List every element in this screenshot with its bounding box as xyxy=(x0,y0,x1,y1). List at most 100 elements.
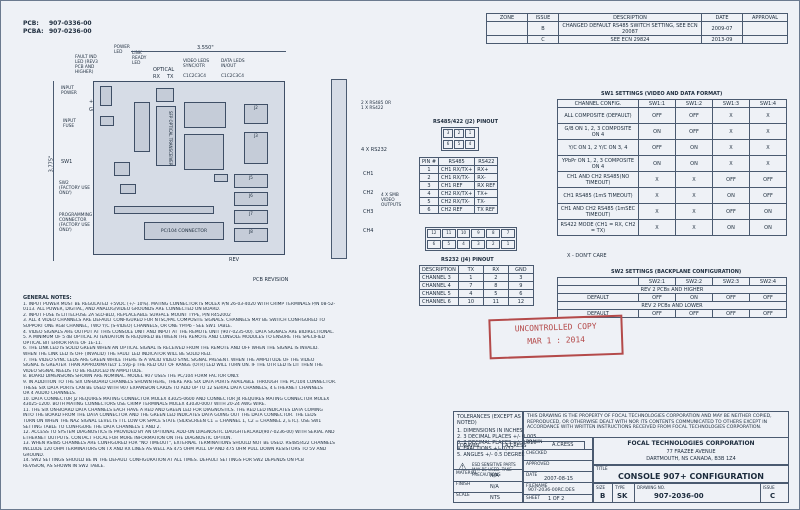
cell: ON xyxy=(638,123,676,140)
note-line: 6. THE LINK LED IS SOLID GREEN WHEN AN O… xyxy=(23,346,319,352)
finish-value: N/A xyxy=(490,484,499,490)
pcb-board: SFP OPTICAL TRANSCEIVER J2 J3 J5 J6 J7 J… xyxy=(93,81,285,255)
divider xyxy=(634,484,635,502)
rev-row-date: 2009-07 xyxy=(701,21,743,36)
divider xyxy=(524,471,592,472)
note-line: 11. THE SIX ON-BOARD DATA CHANNELS EACH … xyxy=(23,407,323,413)
company-address-1: 77 FRAZEE AVENUE xyxy=(666,449,716,455)
cell: DEFAULT xyxy=(557,293,639,302)
j3-connector: J3 xyxy=(244,132,268,164)
cell: CHANNEL 4 xyxy=(419,281,459,290)
pc104-header xyxy=(114,206,214,214)
j6-connector: J6 xyxy=(234,192,268,206)
stamp-date: MAR 1 : 2014 xyxy=(527,334,586,347)
sw2-header: SW2:4 xyxy=(749,277,787,286)
sw2-header: SW2:3 xyxy=(712,277,750,286)
note-line: GROUND. xyxy=(23,452,45,458)
notes-title: GENERAL NOTES: xyxy=(23,295,72,301)
cell: ON xyxy=(675,155,713,172)
note-line: 2. INPUT FUSE IS LITTELFUSE 2A SLO-BLO, … xyxy=(23,312,231,318)
divider xyxy=(454,481,522,482)
cell: OFF xyxy=(638,107,676,124)
pin: 1 xyxy=(501,240,515,249)
j7-connector: J7 xyxy=(234,210,268,224)
j8-connector: J8 xyxy=(234,228,268,242)
prog-header xyxy=(214,174,228,182)
divider xyxy=(524,494,592,495)
cell: ON xyxy=(749,203,787,220)
material-block: MATERIAL N/A FINISH N/A SCALE NTS xyxy=(453,469,523,503)
sw1-header: SW1:2 xyxy=(675,99,713,108)
material-label: MATERIAL xyxy=(456,471,478,476)
pcba-label: PCBA: xyxy=(23,28,44,35)
power-led-callout: POWER LED xyxy=(114,45,130,55)
drawing-number: 907-2036-00 xyxy=(654,492,704,500)
drawing-no-label: DRAWING NO. xyxy=(637,485,665,490)
cell: X xyxy=(712,139,750,156)
cell: CH2 RX/TX+ xyxy=(438,189,476,198)
note-line: 13. WHEN RS485 CHANNELS ARE CONFIGURED F… xyxy=(23,441,335,447)
cell: 5 xyxy=(418,197,440,206)
width-dimension-line xyxy=(131,51,286,52)
width-dimension: 3.550" xyxy=(197,45,214,51)
drawn-label: DRAWN xyxy=(526,440,543,445)
date-label: DATE xyxy=(526,473,538,478)
rs232-connector-callout: 4 X RS232 xyxy=(361,147,387,153)
note-line: SETTING TABLE TO CONFIGURE THE DATA CHAN… xyxy=(23,424,161,430)
rev-header-approval: APPROVAL xyxy=(742,13,788,22)
issue-value: C xyxy=(770,492,776,500)
pin: 4 xyxy=(456,240,471,249)
sw1-callout: SW1 xyxy=(61,159,73,165)
cell: 11 xyxy=(482,297,509,306)
cell: OFF xyxy=(675,123,713,140)
cell: 2 xyxy=(418,173,440,182)
j4-top-pins: 12 11 10 9 8 7 xyxy=(426,228,516,239)
divider xyxy=(524,449,592,450)
cell: X xyxy=(675,187,713,204)
rx-label: RX xyxy=(153,74,160,80)
sfp-label: SFP OPTICAL TRANSCEIVER xyxy=(168,111,173,166)
ic-block-1 xyxy=(134,102,150,152)
rs485-header: RS485 xyxy=(438,157,476,166)
cell: X xyxy=(638,203,676,220)
date-value: 2007-08-15 xyxy=(544,476,574,482)
divider xyxy=(612,484,613,502)
sw2-callout: SW2 (FACTORY USE ONLY) xyxy=(59,181,90,196)
sw2-header xyxy=(557,277,639,286)
cell: CH2 REF xyxy=(438,205,476,214)
pin: 7 xyxy=(501,229,515,238)
pcba-number: 907-0236-00 xyxy=(49,28,92,35)
rev-row-issue: B xyxy=(527,21,559,36)
cell: OFF xyxy=(675,107,713,124)
title-label: TITLE xyxy=(596,467,608,472)
height-dimension-line xyxy=(53,81,54,261)
cell: ON xyxy=(638,155,676,172)
revision-table: ZONE ISSUE DESCRIPTION DATE APPROVAL B C… xyxy=(486,13,788,44)
cell: 5 xyxy=(482,289,509,298)
note-line: REVISION, AS SHOWN IN SW2 TABLE. xyxy=(23,463,105,469)
pin: 3 xyxy=(471,240,486,249)
cell: 1 xyxy=(457,273,484,282)
finish-label: FINISH xyxy=(456,482,471,487)
rev-header-date: DATE xyxy=(701,13,743,22)
note-line: 4. VIDEO SIGNALS ARE OUTPUT AT THIS CONS… xyxy=(23,329,335,335)
rev-header-zone: ZONE xyxy=(486,13,528,22)
video-led-numbers: C1C2C3C4 xyxy=(183,74,206,79)
note-line: OR 4 AUDIO CHANNELS. xyxy=(23,391,77,397)
property-statement: THIS DRAWING IS THE PROPERTY OF FOCAL TE… xyxy=(527,414,772,431)
rs485-header: PIN # xyxy=(418,157,440,166)
rev-header-description: DESCRIPTION xyxy=(558,13,702,22)
note-line: VIDEO SIGNAL NEEDS TO BE REDUCED IN AMPL… xyxy=(23,368,143,374)
divider xyxy=(524,460,592,461)
note-line: ETHERNET OUTPUTS. CONTACT FOCAL FOR MORE… xyxy=(23,435,232,441)
rev-row-zone xyxy=(486,21,528,36)
material-value: N/A xyxy=(490,473,499,479)
optical-callout: OPTICAL xyxy=(153,67,175,73)
cell: CH2 RX/TX- xyxy=(438,197,476,206)
cell: OFF xyxy=(712,293,750,302)
sheet-label: SHEET xyxy=(526,496,541,501)
j4-bottom-pins: 6 5 4 3 2 1 xyxy=(426,239,516,250)
link-led-callout: LINK READY LED xyxy=(132,51,147,66)
rs485-header: RS422 xyxy=(474,157,499,166)
